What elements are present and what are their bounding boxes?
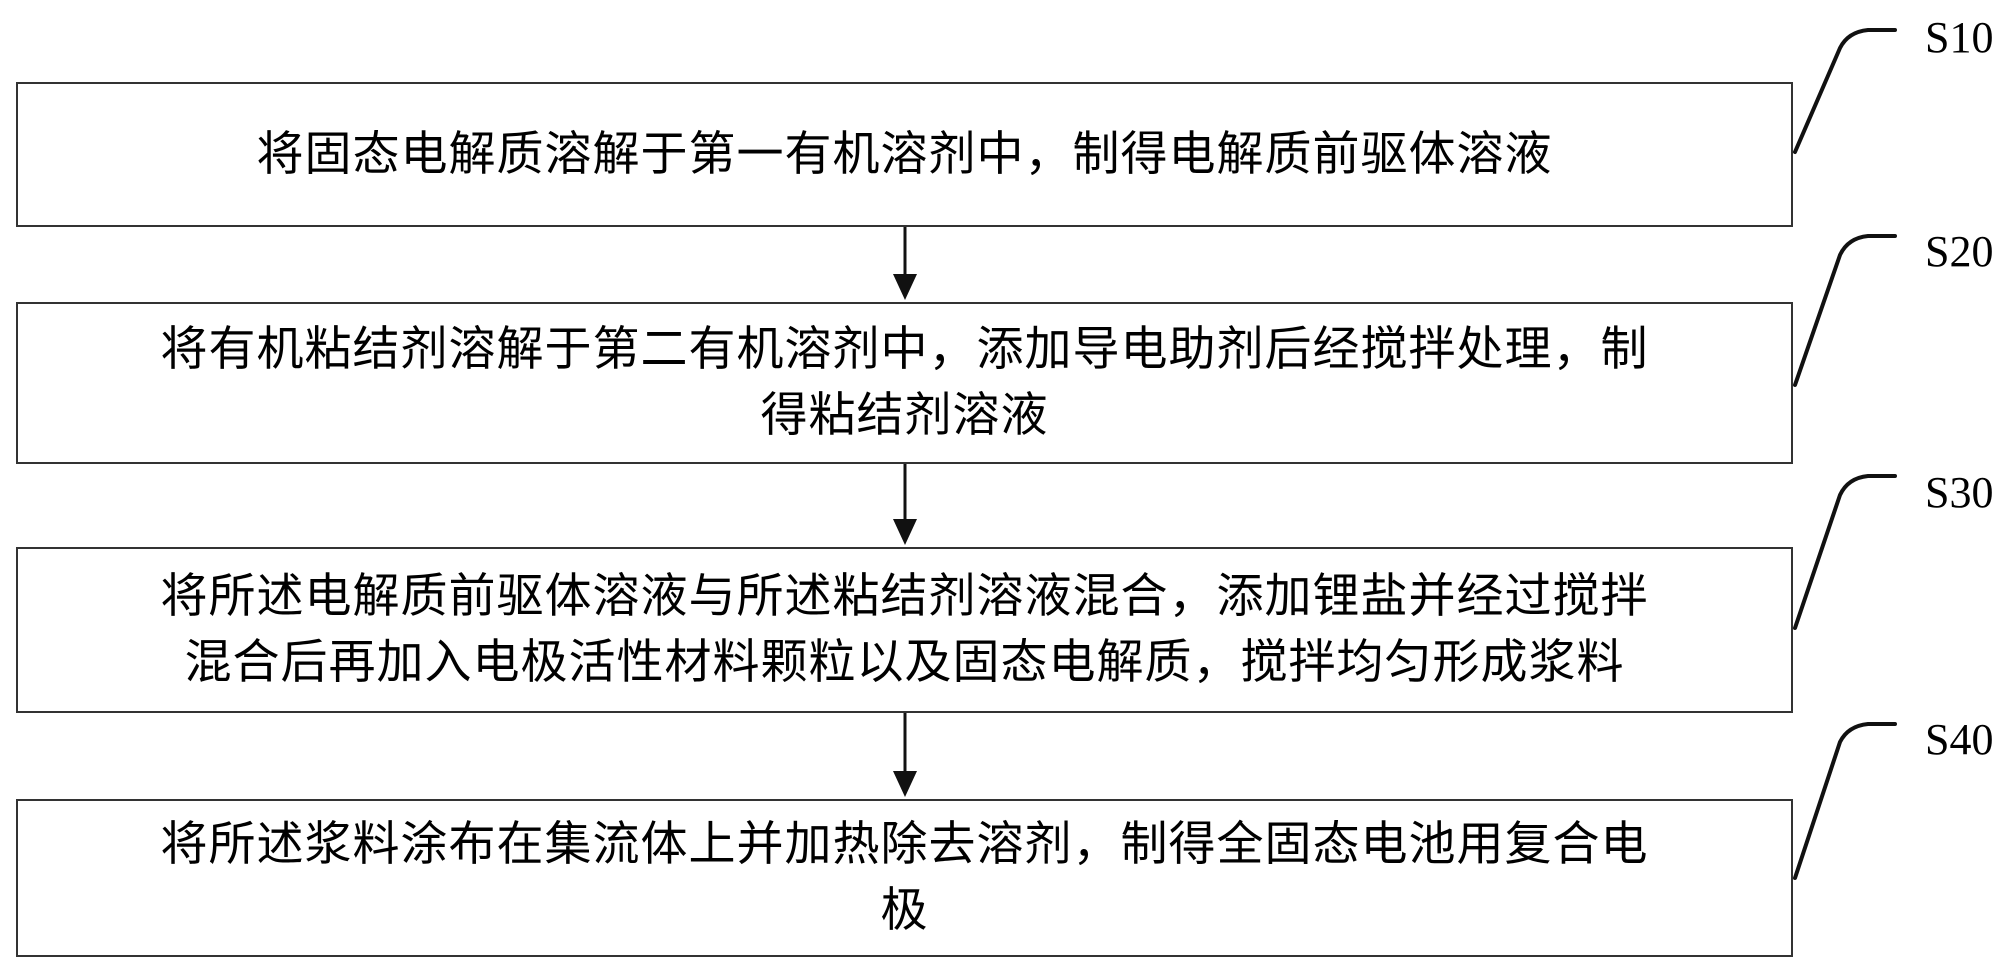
- step-text-line: 将所述电解质前驱体溶液与所述粘结剂溶液混合，添加锂盐并经过搅拌: [160, 569, 1649, 624]
- step-text-line: 得粘结剂溶液: [760, 388, 1049, 443]
- step-text-s40: 将所述浆料涂布在集流体上并加热除去溶剂，制得全固态电池用复合电 极: [151, 812, 1659, 944]
- step-text-line: 将所述浆料涂布在集流体上并加热除去溶剂，制得全固态电池用复合电: [160, 817, 1649, 872]
- step-text-line: 极: [880, 883, 929, 938]
- step-label-s10: S10: [1925, 13, 1994, 62]
- leader-line-s20: [1793, 234, 1897, 387]
- step-label-s20: S20: [1925, 227, 1994, 276]
- step-text-s10: 将固态电解质溶解于第一有机溶剂中，制得电解质前驱体溶液: [247, 122, 1563, 188]
- leader-line-s30: [1793, 474, 1897, 630]
- step-label-s40: S40: [1925, 715, 1994, 764]
- arrow-s20-s30: [893, 464, 917, 545]
- leader-line-s40: [1793, 722, 1897, 880]
- step-text-line: 将固态电解质溶解于第一有机溶剂中，制得电解质前驱体溶液: [256, 126, 1553, 182]
- step-text-line: 将有机粘结剂溶解于第二有机溶剂中，添加导电助剂后经搅拌处理，制: [160, 322, 1649, 377]
- step-box-s40: 将所述浆料涂布在集流体上并加热除去溶剂，制得全固态电池用复合电 极: [16, 799, 1793, 957]
- step-box-s10: 将固态电解质溶解于第一有机溶剂中，制得电解质前驱体溶液: [16, 82, 1793, 227]
- step-text-line: 混合后再加入电极活性材料颗粒以及固态电解质，搅拌均匀形成浆料: [184, 635, 1625, 690]
- arrow-s10-s20: [893, 227, 917, 300]
- arrow-s30-s40: [893, 713, 917, 797]
- step-label-s30: S30: [1925, 468, 1994, 517]
- leader-line-s10: [1793, 28, 1897, 154]
- step-text-s20: 将有机粘结剂溶解于第二有机溶剂中，添加导电助剂后经搅拌处理，制 得粘结剂溶液: [151, 317, 1659, 449]
- step-box-s30: 将所述电解质前驱体溶液与所述粘结剂溶液混合，添加锂盐并经过搅拌 混合后再加入电极…: [16, 547, 1793, 713]
- step-text-s30: 将所述电解质前驱体溶液与所述粘结剂溶液混合，添加锂盐并经过搅拌 混合后再加入电极…: [151, 564, 1659, 696]
- step-box-s20: 将有机粘结剂溶解于第二有机溶剂中，添加导电助剂后经搅拌处理，制 得粘结剂溶液: [16, 302, 1793, 464]
